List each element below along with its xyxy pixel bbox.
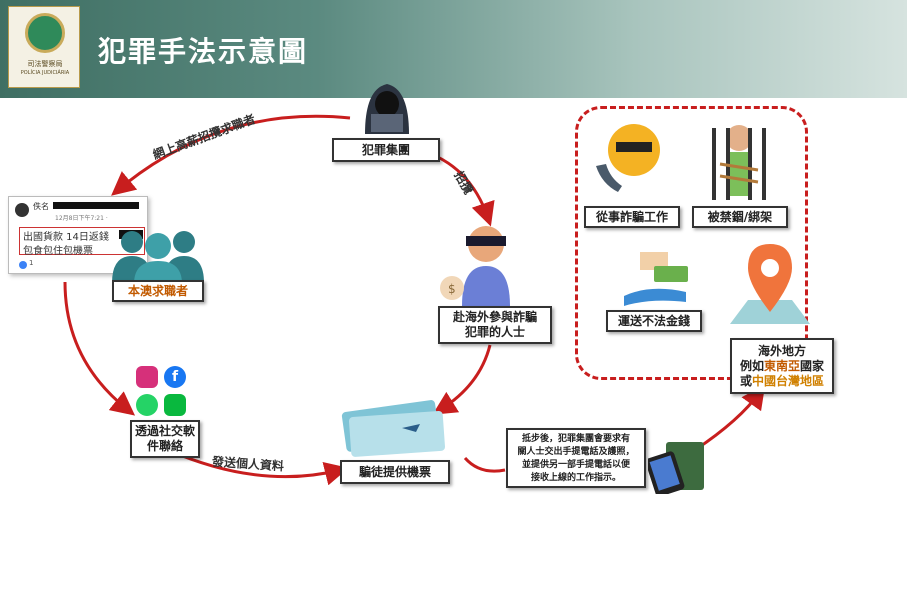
passport-phone xyxy=(645,438,708,497)
arrow-seekers-to-social xyxy=(63,281,136,416)
post-time: 12月8日下午7:21 · xyxy=(55,215,108,222)
flight-tickets xyxy=(340,398,450,458)
facebook-icon: f xyxy=(164,366,186,388)
social-apps-line1: 透過社交軟 xyxy=(134,424,195,438)
phone-scammer-icon xyxy=(596,124,660,192)
svg-text:$: $ xyxy=(448,282,456,296)
logo-text-chinese: 司法警察局 xyxy=(27,60,63,68)
destination-line2-suffix: 國家 xyxy=(800,359,825,373)
go-overseas-box: 赴海外參與詐騙 犯罪的人士 xyxy=(438,306,552,344)
destination-southeast-asia: 東南亞 xyxy=(763,359,800,373)
logo-text-portuguese: POLÍCIA JUDICIÁRIA xyxy=(20,70,70,76)
passport-icon xyxy=(645,442,704,497)
post-user-redaction xyxy=(53,202,139,209)
destination-box: 海外地方 例如東南亞國家 或中國台灣地區 xyxy=(730,338,834,394)
people-group xyxy=(108,228,208,284)
page-title: 犯罪手法示意圖 xyxy=(98,35,309,68)
social-apps-line2: 件聯絡 xyxy=(146,439,183,453)
header-banner: 司法警察局 POLÍCIA JUDICIÁRIA 犯罪手法示意圖 xyxy=(0,0,907,98)
post-text-line1: 出國貨款 14日返錢 xyxy=(23,232,109,243)
destination-line3: 或中國台灣地區 xyxy=(732,374,832,389)
post-text-line2: 包食包住包機票 xyxy=(23,246,93,257)
flight-ticket-box: 騙徒提供機票 xyxy=(340,460,450,484)
police-logo: 司法警察局 POLÍCIA JUDICIÁRIA xyxy=(8,6,80,88)
masked-person-icon: $ xyxy=(440,226,510,306)
scammer-figure: $ xyxy=(438,222,518,306)
hacker-figure xyxy=(355,74,419,136)
go-overseas-line2: 犯罪的人士 xyxy=(464,325,525,339)
destination-line1: 海外地方 xyxy=(757,344,806,358)
arrival-line4: 接收上線的工作指示。 xyxy=(530,473,621,483)
arrival-instructions-box: 抵步後，犯罪集團會要求有 關人士交出手提電話及護照， 並提供另一部手提電話以便 … xyxy=(506,428,646,488)
social-app-icons: f xyxy=(134,364,190,418)
fraud-work-box: 從事詐騙工作 xyxy=(584,206,680,228)
money-transport-box: 運送不法金錢 xyxy=(606,310,702,332)
arrow-overseas-to-ticket xyxy=(432,344,492,415)
destination-line2-prefix: 例如 xyxy=(739,359,764,373)
overseas-outcomes-region xyxy=(575,106,808,380)
ticket-icon xyxy=(341,400,446,457)
prisoner-icon xyxy=(712,125,766,200)
hacker-icon xyxy=(365,84,409,134)
reaction-count: 1 xyxy=(29,259,34,267)
post-user: 佚名 xyxy=(33,202,49,211)
money-hands-icon xyxy=(624,252,688,306)
like-icon xyxy=(19,261,27,269)
fraud-work-figure xyxy=(588,118,666,198)
social-apps-box: 透過社交軟 件聯絡 xyxy=(130,420,200,458)
map-pin-icon xyxy=(730,244,810,324)
crime-group-box: 犯罪集團 xyxy=(332,138,440,162)
emblem-icon xyxy=(25,13,65,53)
arrow-social-to-ticket xyxy=(167,448,349,486)
arrow-group-to-seekers xyxy=(111,114,351,196)
destination-taiwan: 中國台灣地區 xyxy=(752,374,825,388)
destination-line2: 例如東南亞國家 xyxy=(732,359,832,374)
money-transfer-figure xyxy=(610,246,700,308)
job-seekers-box: 本澳求職者 xyxy=(112,280,204,302)
wechat-icon xyxy=(164,394,186,416)
whatsapp-icon xyxy=(136,394,158,416)
destination-line3-prefix: 或 xyxy=(739,374,752,388)
detained-box: 被禁錮/綁架 xyxy=(692,206,788,228)
location-marker xyxy=(730,240,810,336)
arrival-line2: 關人士交出手提電話及護照， xyxy=(517,447,635,457)
post-highlight-box xyxy=(19,227,145,255)
arrival-line3: 並提供另一部手提電話以便 xyxy=(521,460,630,470)
avatar xyxy=(15,203,29,217)
go-overseas-line1: 赴海外參與詐騙 xyxy=(452,310,537,324)
instagram-icon xyxy=(136,366,158,388)
arrival-line1: 抵步後，犯罪集團會要求有 xyxy=(521,434,630,444)
arrow-ticket-to-arrival xyxy=(463,456,506,473)
people-icon xyxy=(112,231,204,284)
detained-figure xyxy=(706,118,772,204)
